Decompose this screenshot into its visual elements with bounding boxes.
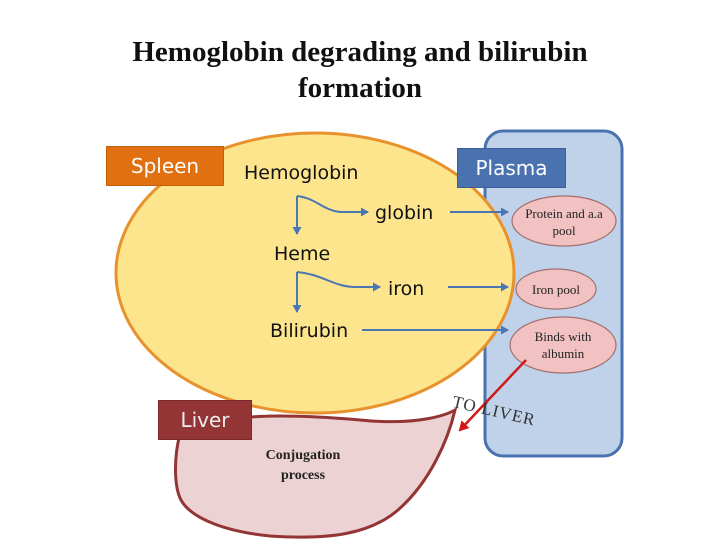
albumin-node <box>509 316 617 374</box>
heme-label: Heme <box>274 243 331 265</box>
protein-pool-line-1: Protein and a.a <box>525 206 603 221</box>
iron-pool-text: Iron pool <box>531 282 581 297</box>
albumin-text: Binds with albumin <box>510 328 616 362</box>
spleen-label: Spleen <box>106 146 224 186</box>
albumin-line-1: Binds with <box>534 329 592 344</box>
iron-label: iron <box>388 278 425 300</box>
title-line-1: Hemoglobin degrading and bilirubin <box>132 36 588 68</box>
albumin-line-2: albumin <box>541 346 585 361</box>
globin-label: globin <box>375 202 434 224</box>
arrow-heme-to-iron <box>296 271 381 292</box>
arrow-hemoglobin-to-globin <box>296 195 369 217</box>
liver-label: Liver <box>158 400 252 440</box>
conjugation-line-2: process <box>280 468 326 483</box>
bilirubin-label: Bilirubin <box>270 320 349 342</box>
liver-compartment <box>174 406 458 539</box>
iron-pool-node <box>515 268 597 310</box>
protein-pool-line-2: pool <box>552 223 576 238</box>
conjugation-line-1: Conjugation <box>265 448 341 463</box>
conjugation-text: Conjugation process <box>248 446 358 486</box>
protein-pool-node <box>511 195 617 247</box>
title-line-2: formation <box>297 72 423 104</box>
page-title: Hemoglobin degrading and bilirubin forma… <box>0 34 720 106</box>
spleen-compartment <box>114 131 516 415</box>
hemoglobin-label: Hemoglobin <box>244 162 359 184</box>
protein-pool-text: Protein and a.a pool <box>508 205 620 239</box>
plasma-label: Plasma <box>457 148 566 188</box>
arrow-to-liver <box>458 359 527 432</box>
